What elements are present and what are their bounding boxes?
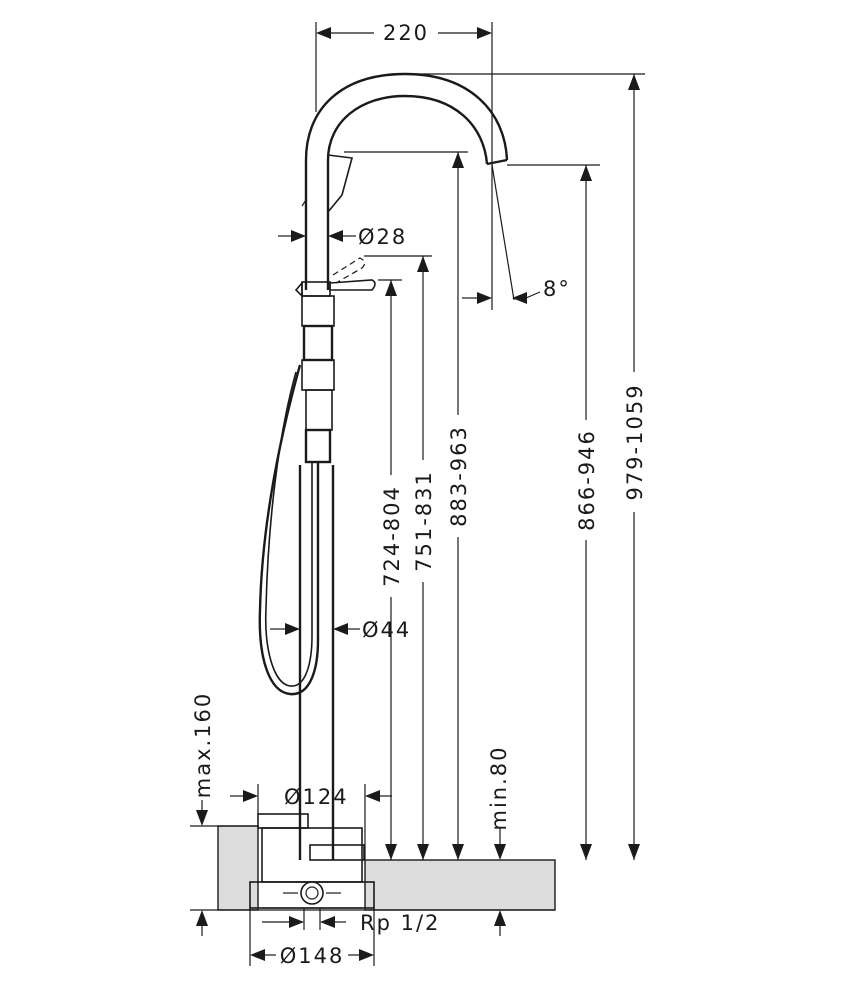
dim-pipe-diameter-upper: Ø28 <box>278 225 407 249</box>
mixer-handle <box>294 257 376 298</box>
dim-handle-height-upper: 751-831 <box>364 255 437 860</box>
label-spout-outlet-height: 866-946 <box>575 429 599 531</box>
faucet-column <box>298 160 335 860</box>
dim-spout-outlet-height: 866-946 <box>507 164 600 860</box>
concealed-body <box>249 827 375 909</box>
label-min-floor-depth: min.80 <box>487 746 511 831</box>
cartridge-body <box>301 295 335 464</box>
label-handle-height-upper: 751-831 <box>412 470 436 572</box>
shower-holder <box>301 154 354 215</box>
gooseneck-spout <box>304 72 509 166</box>
dim-spout-reach: 220 <box>315 20 493 310</box>
label-spout-reach: 220 <box>383 21 429 45</box>
dim-connection-thread: Rp 1/2 <box>262 908 440 935</box>
label-total-height: 979-1059 <box>623 383 647 500</box>
dim-max-floor-depth: max.160 <box>191 692 215 936</box>
dim-total-height: 979-1059 <box>410 73 648 860</box>
label-connection-thread: Rp 1/2 <box>360 911 440 935</box>
label-base-diameter: Ø124 <box>284 785 349 809</box>
label-spout-angle: 8° <box>543 277 571 301</box>
dim-spout-upper-height: 883-963 <box>344 151 472 860</box>
label-spout-upper-height: 883-963 <box>447 425 471 527</box>
label-handle-height-lower: 724-804 <box>380 485 404 587</box>
label-pipe-diameter-lower: Ø44 <box>362 618 411 642</box>
floor-section <box>190 825 556 911</box>
dim-pipe-diameter-lower: Ø44 <box>270 618 411 642</box>
label-body-diameter: Ø148 <box>280 944 345 968</box>
dim-min-floor-depth: min.80 <box>487 746 511 936</box>
base-plate <box>257 813 365 861</box>
dim-body-diameter: Ø148 <box>249 908 375 968</box>
dim-handle-height-lower: 724-804 <box>377 279 405 860</box>
dim-spout-angle: 8° <box>462 164 571 304</box>
shower-hose <box>258 364 320 696</box>
label-pipe-diameter-upper: Ø28 <box>358 225 407 249</box>
label-max-floor-depth: max.160 <box>191 692 215 799</box>
dim-base-diameter: Ø124 <box>230 784 392 860</box>
